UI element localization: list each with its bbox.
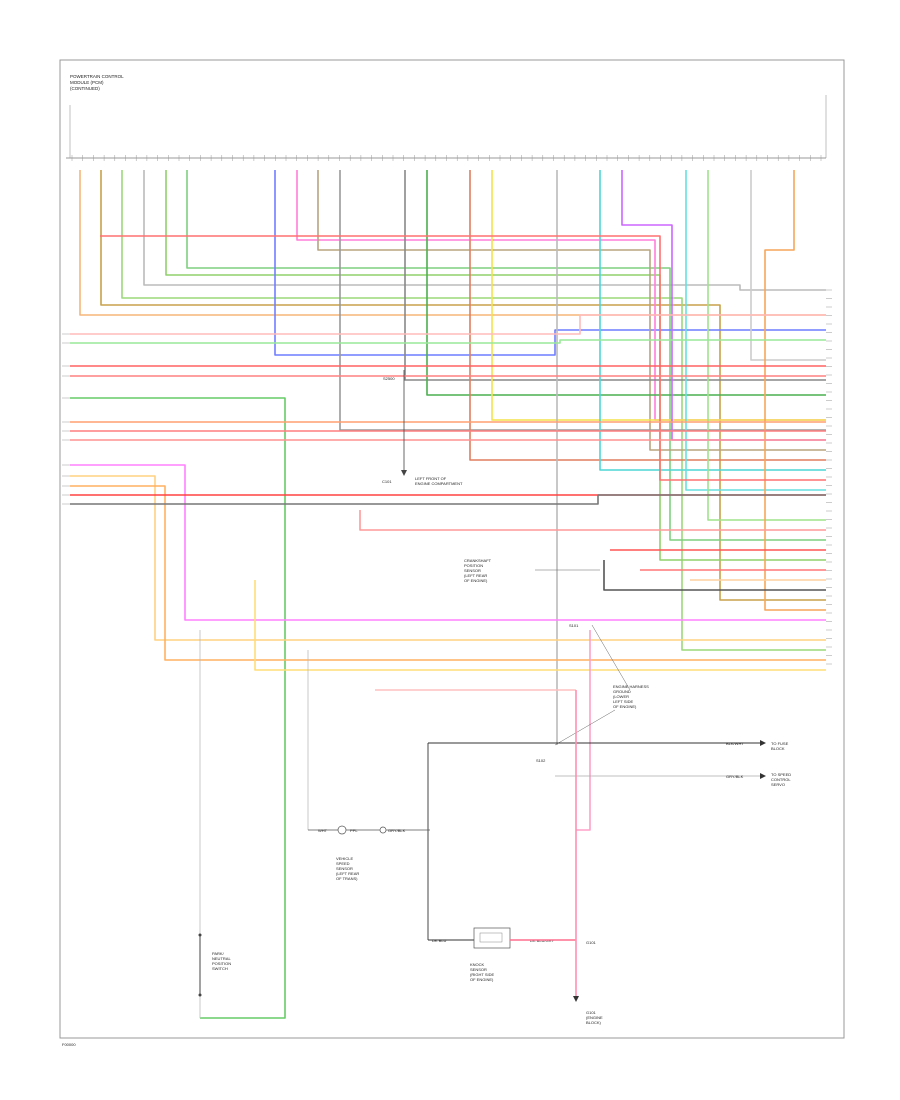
- wire-trace: [143, 170, 826, 291]
- bulkhead-label-2: ENGINE COMPARTMENT: [415, 481, 463, 486]
- wire-group: [70, 170, 826, 1019]
- vss-label-5: OF TRANS): [336, 876, 358, 881]
- vss-label-3: SENSOR: [336, 866, 353, 871]
- wire-trace: [296, 170, 826, 421]
- header-line-1: POWERTRAIN CONTROL: [70, 74, 124, 79]
- crank-sensor-label-5: OF ENGINE): [464, 578, 488, 583]
- wire-trace: [750, 170, 826, 361]
- wire-trace: [70, 339, 826, 344]
- vss-pin-label-2: PPL: [350, 828, 358, 833]
- vss-label-4: (LEFT REAR: [336, 871, 359, 876]
- knock-wire-label-1: DK BLU: [432, 938, 447, 943]
- knock-label-1: KNOCK: [470, 962, 485, 967]
- ground-branch-leader: [554, 709, 616, 746]
- to-servo-label-1: TO SPEED: [771, 772, 791, 777]
- pcm-pin-ticks: [71, 155, 822, 161]
- header-line-3: (CONTINUED): [70, 86, 100, 91]
- wire-trace: [100, 235, 826, 481]
- knock-splice-label: G101: [586, 940, 597, 945]
- ground-point-label-2: (ENGINE: [586, 1015, 603, 1020]
- vss-sensor-icon: [337, 825, 347, 835]
- harness-ground-label-4: LEFT SIDE: [613, 699, 633, 704]
- wire-trace: [339, 170, 826, 431]
- wire-trace: [764, 170, 826, 611]
- wire-trace: [70, 397, 286, 1019]
- wire-trace: [70, 485, 826, 661]
- ground-point-label-3: BLOCK): [586, 1020, 602, 1025]
- left-connector-ticks: [62, 333, 70, 505]
- crank-sensor-label-3: SENSOR: [464, 568, 481, 573]
- wire-trace: [70, 314, 826, 335]
- ground-arrow-icon: [401, 470, 407, 476]
- to-servo-arrow-icon: [760, 773, 766, 779]
- wire-trace: [254, 580, 826, 671]
- harness-ground-label-3: (LOWER: [613, 694, 629, 699]
- servo-wire-label: GRY/BLK: [726, 774, 744, 779]
- crank-sensor-label-2: POSITION: [464, 563, 483, 568]
- wire-trace: [603, 560, 826, 591]
- wire-trace: [121, 170, 826, 651]
- splice-s101-label: S101: [569, 623, 579, 628]
- pnp-label-2: NEUTRAL: [212, 956, 231, 961]
- pnp-terminal-bottom-icon: [198, 993, 202, 997]
- knock-label-2: SENSOR: [470, 967, 487, 972]
- wire-trace: [685, 170, 826, 491]
- to-fuse-block-arrow-icon: [760, 740, 766, 746]
- header-line-2: MODULE (PCM): [70, 80, 104, 85]
- wire-trace: [70, 475, 826, 641]
- wire-trace: [707, 170, 826, 521]
- fuse-block-wire-label: BLK/WHT: [726, 741, 744, 746]
- knock-label-3: (RIGHT SIDE: [470, 972, 494, 977]
- knock-sensor-inner-icon: [479, 932, 503, 943]
- vss-label-2: SPEED: [336, 861, 350, 866]
- harness-ground-label-5: OF ENGINE): [613, 704, 637, 709]
- crank-sensor-label-1: CRANKSHAFT: [464, 558, 492, 563]
- vss-label-1: VEHICLE: [336, 856, 353, 861]
- vss-connector-icon: [379, 826, 387, 834]
- wire-trace: [274, 170, 826, 356]
- pnp-terminal-top-icon: [198, 933, 202, 937]
- wire-trace: [426, 170, 826, 396]
- wire-trace: [576, 630, 591, 831]
- pnp-label-1: PARK/: [212, 951, 225, 956]
- ground-point-label-1: G101: [586, 1010, 597, 1015]
- splice-s102-label: S102: [536, 758, 546, 763]
- s101-leader: [591, 624, 631, 691]
- to-servo-label-3: SERVO: [771, 782, 785, 787]
- diagram-frame: [59, 59, 845, 1039]
- pnp-label-3: POSITION: [212, 961, 231, 966]
- knock-label-4: OF ENGINE): [470, 977, 494, 982]
- harness-ground-label-1: ENGINE HARNESS: [613, 684, 649, 689]
- to-fuse-block-label-2: BLOCK: [771, 746, 785, 751]
- to-servo-label-2: CONTROL: [771, 777, 791, 782]
- wire-trace: [359, 510, 826, 531]
- footer-id: F00000: [62, 1042, 76, 1047]
- vss-pin-label-1: WHT: [318, 828, 328, 833]
- splice-center-label: S2500: [383, 376, 395, 381]
- right-connector-ticks: [826, 289, 832, 665]
- wire-trace: [599, 170, 826, 471]
- pnp-label-4: SWITCH: [212, 966, 228, 971]
- crank-sensor-label-4: (LEFT REAR: [464, 573, 487, 578]
- wire-trace: [100, 170, 826, 601]
- wire-trace: [70, 464, 826, 621]
- vss-pin-label-3: GRY/BLK: [388, 828, 406, 833]
- ground-point-arrow-icon: [573, 996, 579, 1002]
- connector-label: C101: [382, 479, 392, 484]
- bulkhead-label-1: LEFT FRONT OF: [415, 476, 447, 481]
- wire-trace: [317, 170, 826, 451]
- harness-ground-label-2: GROUND: [613, 689, 631, 694]
- wire-trace: [165, 170, 826, 561]
- to-fuse-block-label-1: TO FUSE: [771, 741, 789, 746]
- wire-trace: [79, 170, 826, 316]
- wire-trace: [70, 494, 826, 505]
- wire-trace: [491, 170, 826, 421]
